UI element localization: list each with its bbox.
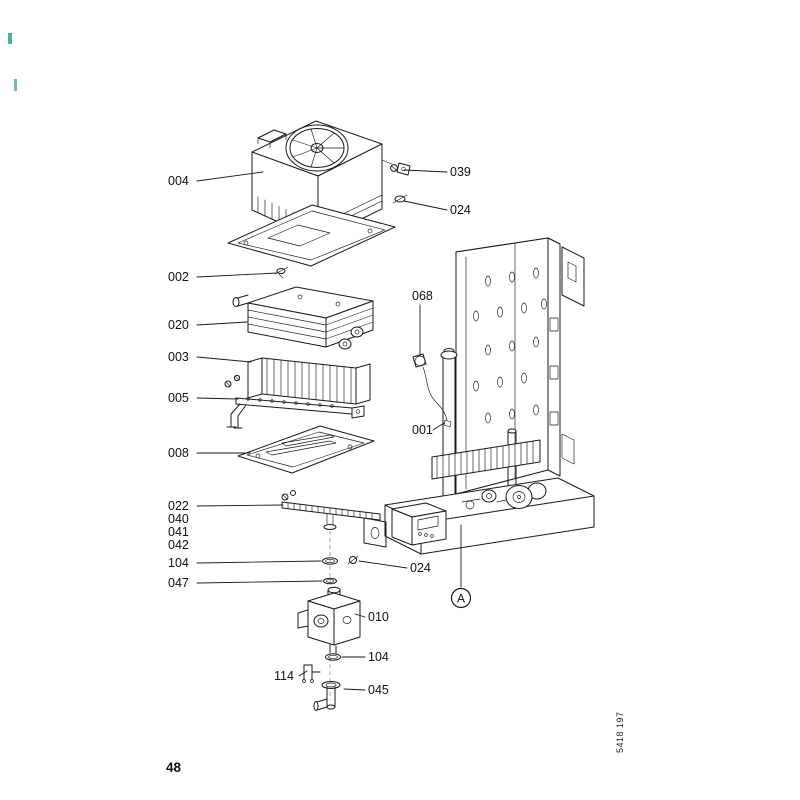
callout-010: 010: [368, 610, 389, 624]
clip-024-mid-drawing: [347, 555, 359, 565]
control-box-drawing: [391, 502, 447, 546]
bracket-039-drawing: [390, 162, 411, 176]
bracket-114-drawing: [302, 664, 321, 683]
seal-104-upper-drawing: [322, 557, 338, 565]
base-plate-drawing: [237, 425, 375, 474]
callout-005: 005: [168, 391, 189, 405]
scan-artifact: [8, 33, 17, 91]
callout-leader-lines: [196, 169, 448, 691]
callout-024-top: 024: [450, 203, 471, 217]
manifold-rail-drawing: [281, 490, 387, 548]
callout-104-upper: 104: [168, 556, 189, 570]
callout-022: 022: [168, 499, 189, 513]
callout-001: 001: [412, 423, 433, 437]
callout-041: 041: [168, 525, 189, 539]
view-marker-a: A: [450, 524, 472, 609]
gas-pipe-045-drawing: [313, 681, 341, 711]
callout-039: 039: [450, 165, 471, 179]
clip-002-drawing: [274, 266, 289, 279]
view-marker-label: A: [457, 592, 465, 606]
heat-block-drawing: [431, 439, 541, 480]
callout-045: 045: [368, 683, 389, 697]
sensor-068-drawing: [412, 353, 452, 428]
cover-plate-drawing: [227, 204, 396, 267]
heat-exchanger-drawing: [232, 286, 374, 350]
callout-024-mid: 024: [410, 561, 431, 575]
callout-042: 042: [168, 538, 189, 552]
callout-008: 008: [168, 446, 189, 460]
callout-114: 114: [274, 669, 294, 683]
page-number: 48: [166, 760, 182, 775]
doc-code: 5418 197: [615, 711, 625, 753]
boiler-assembly-drawing: [384, 237, 595, 555]
callout-002: 002: [168, 270, 189, 284]
callout-040: 040: [168, 512, 189, 526]
seal-104-lower-drawing: [325, 653, 341, 661]
callout-004: 004: [168, 174, 189, 188]
callout-104-lower: 104: [368, 650, 389, 664]
hydraulic-tray-drawing: [384, 477, 595, 555]
callout-020: 020: [168, 318, 189, 332]
seal-047-drawing: [323, 577, 337, 585]
pump-drawing: [505, 482, 547, 509]
callout-047: 047: [168, 576, 189, 590]
injector-rail-drawing: [224, 374, 365, 429]
clip-024-top-drawing: [392, 194, 408, 204]
gas-valve-drawing: [297, 586, 361, 654]
callout-003: 003: [168, 350, 189, 364]
callout-labels: 004 039 024 002 068 020 003 005 001 008 …: [168, 165, 471, 697]
burner-drawing: [247, 357, 371, 405]
back-panel-drawing: [455, 237, 585, 495]
callout-068: 068: [412, 289, 433, 303]
